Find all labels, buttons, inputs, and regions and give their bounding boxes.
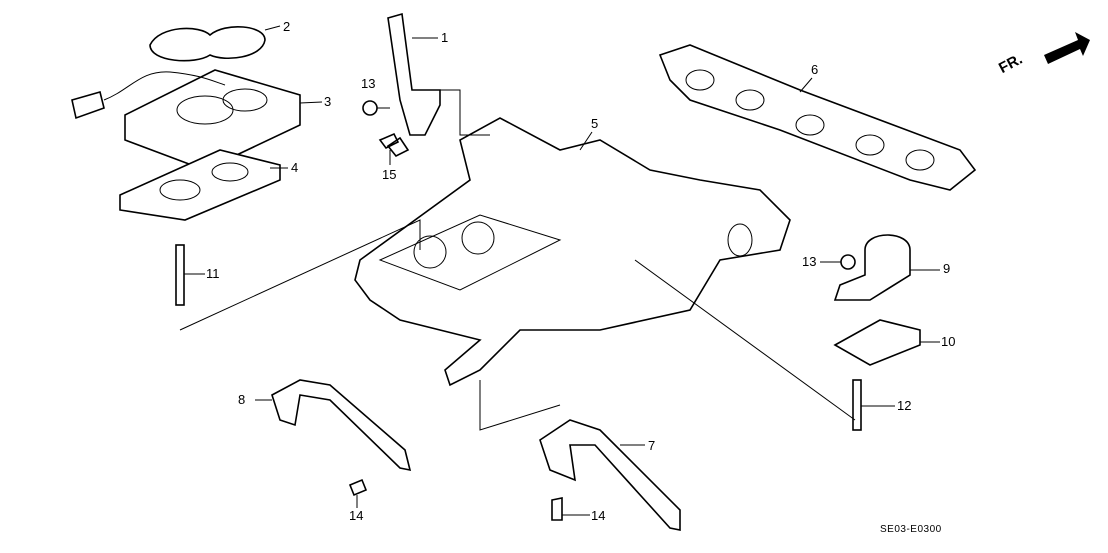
callout-6: 6 bbox=[811, 62, 819, 77]
sensor-connector bbox=[71, 91, 105, 120]
part-3-plate bbox=[124, 69, 301, 171]
part-6-exhaust-gasket bbox=[658, 44, 977, 191]
callout-12: 12 bbox=[897, 398, 912, 413]
part-11-stud bbox=[175, 244, 185, 306]
callout-9: 9 bbox=[943, 261, 951, 276]
callout-7: 7 bbox=[648, 438, 656, 453]
callout-4: 4 bbox=[291, 160, 299, 175]
part-13-nut bbox=[362, 100, 378, 116]
callout-15: 15 bbox=[382, 167, 397, 182]
callout-8: 8 bbox=[238, 392, 246, 407]
part-8-bracket bbox=[271, 379, 412, 472]
part-15-bolt bbox=[378, 132, 410, 158]
callout-5: 5 bbox=[591, 116, 599, 131]
callout-2: 2 bbox=[283, 19, 291, 34]
part-1-bracket bbox=[387, 12, 441, 136]
part-12-stud bbox=[852, 379, 862, 431]
callout-14: 14 bbox=[349, 508, 364, 523]
part-5-intake-manifold bbox=[354, 117, 791, 387]
part-2-gasket bbox=[149, 25, 266, 62]
part-7-bracket bbox=[539, 419, 681, 531]
part-10-gasket bbox=[833, 319, 921, 366]
callout-10: 10 bbox=[941, 334, 956, 349]
part-14-bolt bbox=[348, 478, 368, 497]
callout-1: 1 bbox=[441, 30, 449, 45]
front-arrow-icon bbox=[1044, 32, 1090, 64]
callout-14-b: 14 bbox=[591, 508, 606, 523]
leader-lines bbox=[179, 25, 940, 516]
callout-3: 3 bbox=[324, 94, 332, 109]
part-4-gasket bbox=[119, 149, 281, 221]
part-13-nut-2 bbox=[840, 254, 856, 270]
callout-11: 11 bbox=[206, 266, 220, 281]
part-9-valve bbox=[833, 234, 911, 301]
part-14-bolt-2 bbox=[551, 497, 563, 521]
diagram-code: SE03-E0300 bbox=[880, 524, 942, 535]
callout-13-b: 13 bbox=[802, 254, 817, 269]
callout-13: 13 bbox=[361, 76, 376, 91]
